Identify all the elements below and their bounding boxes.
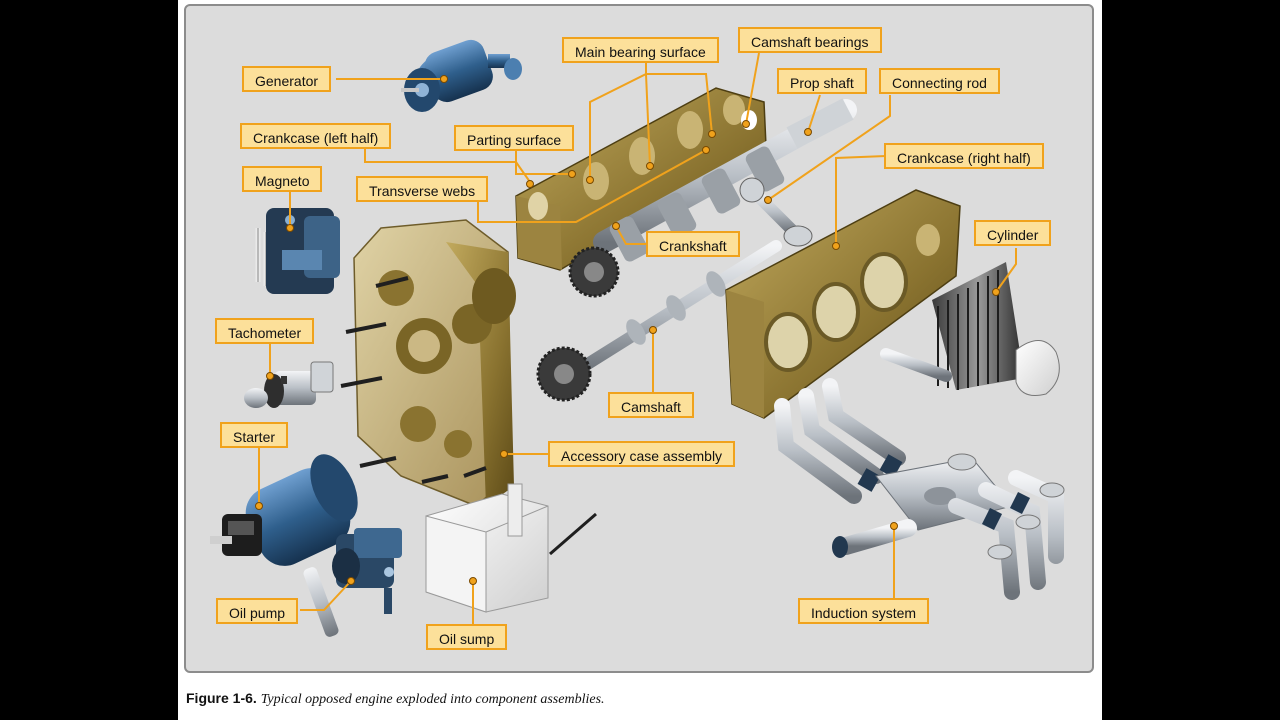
label-prop-shaft: Prop shaft: [777, 68, 867, 94]
label-tachometer: Tachometer: [215, 318, 315, 344]
crankcase-right-part: [725, 189, 961, 419]
label-camshaft-bearings: Camshaft bearings: [738, 27, 882, 53]
oil-pump-part: [303, 528, 402, 637]
engine-illustration: [210, 39, 1065, 637]
label-oil-pump: Oil pump: [216, 598, 299, 624]
figure-caption: Figure 1-6. Typical opposed engine explo…: [186, 690, 605, 708]
leader-lines: [255, 52, 1017, 626]
label-crankcase-left-half: Crankcase (left half): [240, 123, 392, 149]
figure-page: Generator Crankcase (left half) Magneto …: [178, 0, 1102, 720]
label-cylinder: Cylinder: [974, 220, 1052, 246]
generator-part: [401, 39, 522, 112]
label-accessory-case-assembly: Accessory case assembly: [548, 441, 736, 467]
accessory-case-part: [340, 219, 516, 507]
label-oil-sump: Oil sump: [426, 624, 508, 650]
label-connecting-rod: Connecting rod: [879, 68, 1000, 94]
label-crankcase-right-half: Crankcase (right half): [884, 143, 1044, 169]
label-crankshaft: Crankshaft: [646, 231, 740, 257]
label-parting-surface: Parting surface: [454, 125, 575, 151]
induction-system-part: [774, 378, 1065, 600]
figure-caption-text: Typical opposed engine exploded into com…: [260, 692, 605, 707]
label-magneto: Magneto: [242, 166, 323, 192]
magneto-part: [255, 208, 340, 294]
diagram-frame: Generator Crankcase (left half) Magneto …: [184, 4, 1094, 673]
label-induction-system: Induction system: [798, 598, 930, 624]
label-main-bearing-surface: Main bearing surface: [562, 37, 719, 63]
camshaft-part: [536, 240, 782, 402]
figure-number: Figure 1-6.: [186, 690, 257, 706]
oil-sump-part: [425, 483, 597, 613]
connecting-rod-part: [739, 177, 813, 247]
label-transverse-webs: Transverse webs: [356, 176, 489, 202]
cylinder-part: [880, 262, 1060, 396]
tachometer-part: [244, 361, 334, 408]
label-starter: Starter: [220, 422, 289, 448]
label-generator: Generator: [242, 66, 332, 92]
starter-part: [210, 454, 358, 566]
label-camshaft: Camshaft: [608, 392, 694, 418]
